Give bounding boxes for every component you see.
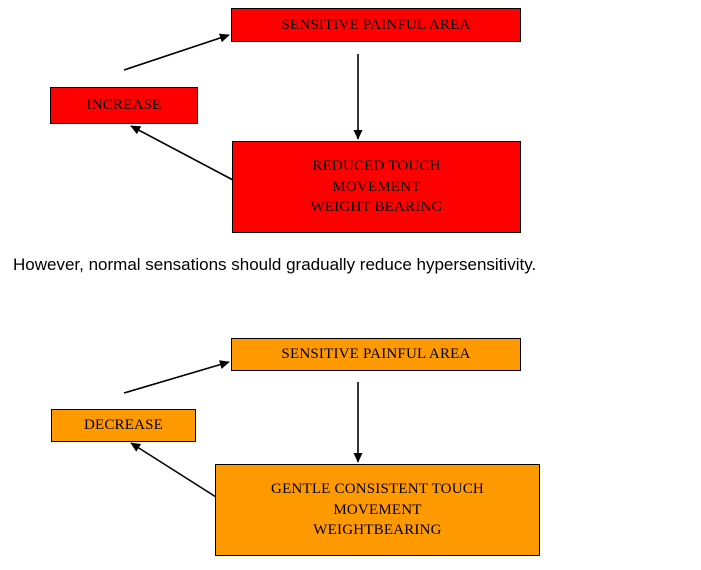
arrow-orange-gentle-to-decrease [130,442,217,498]
node-label-line: DECREASE [83,417,164,434]
node-label-line: MOVEMENT [333,501,422,518]
arrow-orange-decrease-to-sensitive [123,360,230,394]
node-orange-gentle-activity[interactable]: GENTLE CONSISTENT TOUCH MOVEMENT WEIGHTB… [215,464,540,556]
caption-text: However, normal sensations should gradua… [13,255,537,274]
node-orange-decrease[interactable]: DECREASE [51,409,196,442]
node-label-line: SENSITIVE PAINFUL AREA [281,16,471,33]
arrow-red-increase-to-sensitive [123,33,230,71]
node-label-line: GENTLE CONSISTENT TOUCH [271,480,484,497]
arrow-red-reduced-to-increase [130,125,234,181]
node-label-line: SENSITIVE PAINFUL AREA [281,346,471,363]
node-label-line: REDUCED TOUCH [312,157,441,174]
node-label-line: MOVEMENT [332,178,421,195]
node-label-line: WEIGHT BEARING [310,199,443,216]
node-label-line: INCREASE [86,97,162,114]
node-red-increase[interactable]: INCREASE [50,87,198,124]
node-red-sensitive-painful-area[interactable]: SENSITIVE PAINFUL AREA [231,8,521,42]
node-red-reduced-activity[interactable]: REDUCED TOUCH MOVEMENT WEIGHT BEARING [232,141,521,233]
node-orange-sensitive-painful-area[interactable]: SENSITIVE PAINFUL AREA [231,338,521,371]
node-label-line: WEIGHTBEARING [313,522,442,539]
